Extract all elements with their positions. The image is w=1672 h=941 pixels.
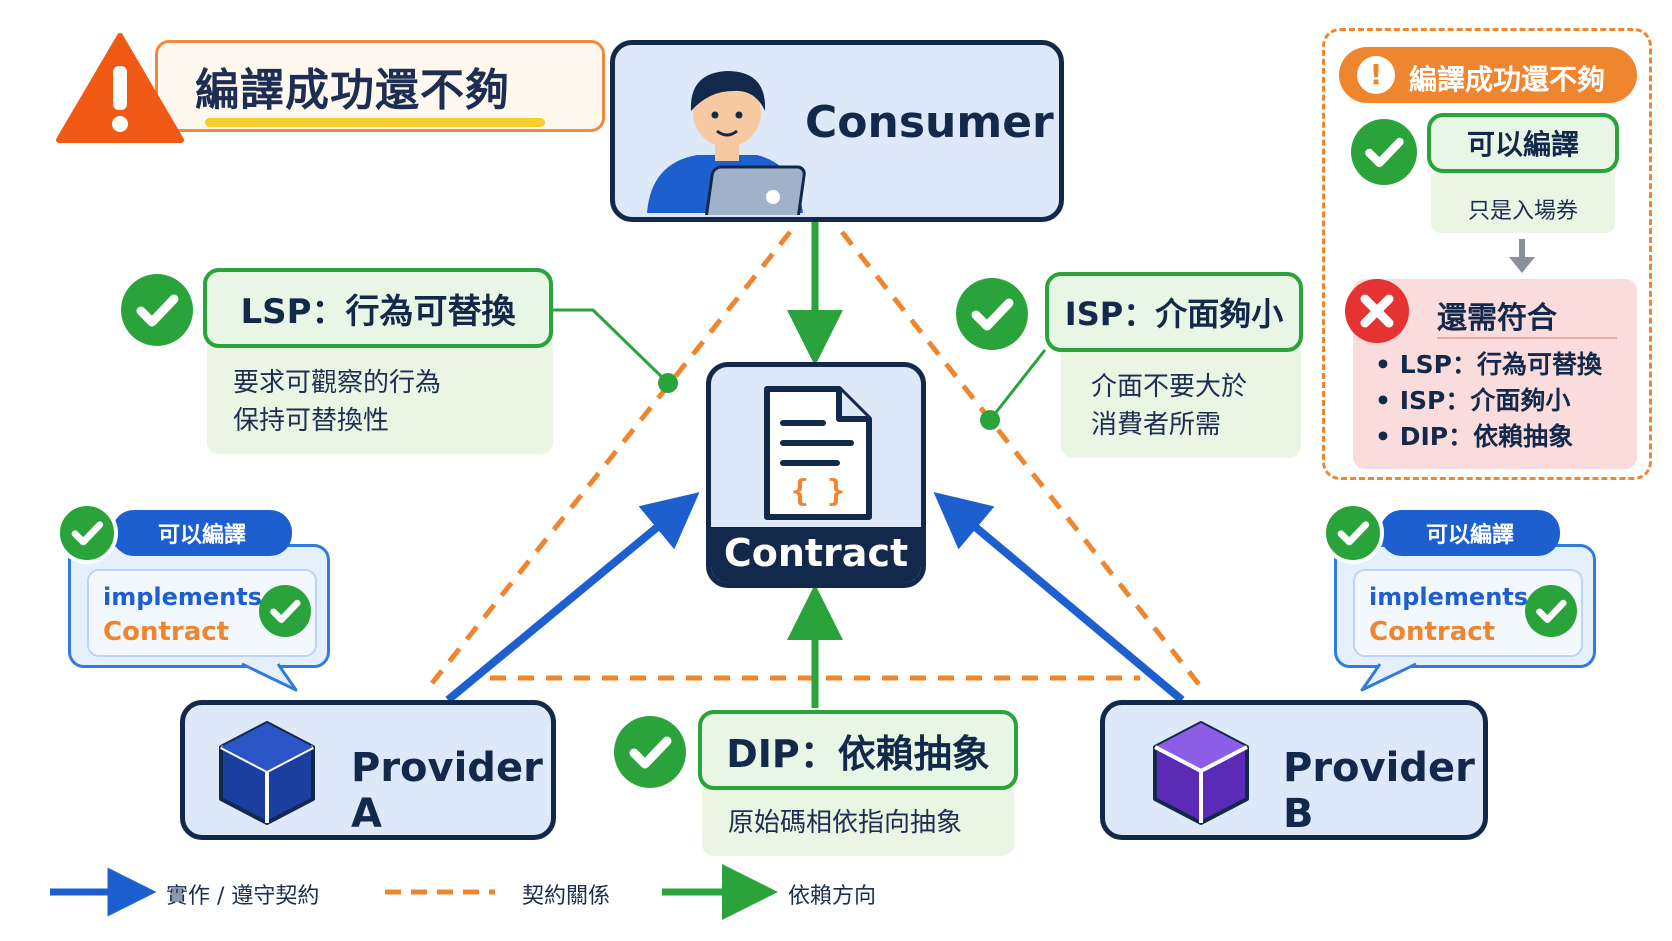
isp-connector xyxy=(988,349,1047,421)
check-icon xyxy=(1525,585,1577,637)
isp-check-icon xyxy=(956,278,1028,350)
check-icon xyxy=(1351,119,1417,185)
down-arrow-icon xyxy=(1509,239,1535,273)
provider-a-implements-arrow xyxy=(445,492,700,704)
isp-body-line: 消費者所需 xyxy=(1091,410,1222,440)
list-item: • ISP：介面夠小 xyxy=(1375,386,1571,415)
provider-a-box: Provider A xyxy=(180,700,556,840)
provider-b-compile-pill: 可以編譯 xyxy=(1380,510,1560,556)
lsp-body-line: 保持可替換性 xyxy=(233,406,390,436)
consumer-box: Consumer xyxy=(610,40,1064,222)
panel-compile-title: 可以編譯 xyxy=(1427,113,1619,173)
list-item: • DIP：依賴抽象 xyxy=(1375,422,1574,451)
exclamation-icon: ! xyxy=(1357,56,1395,94)
svg-text:{ }: { } xyxy=(791,474,845,509)
bubble-line-contract: Contract xyxy=(1369,617,1496,647)
consumer-label: Consumer xyxy=(805,97,1054,148)
lsp-connector-dot xyxy=(658,373,678,393)
panel-need-divider xyxy=(1437,337,1617,339)
provider-a-compile-pill: 可以編譯 xyxy=(112,510,292,556)
lsp-body: 要求可觀察的行為 保持可替換性 xyxy=(207,334,553,454)
dip-body-line: 原始碼相依指向抽象 xyxy=(728,808,963,838)
headline-plate xyxy=(155,40,605,132)
contract-label-band xyxy=(711,527,921,583)
provider-a-label: Provider A xyxy=(351,745,543,837)
provider-b-label: Provider B xyxy=(1283,745,1475,837)
person-with-laptop-icon xyxy=(647,71,806,215)
legend-green-label: 依賴方向 xyxy=(788,884,877,909)
panel-need-title: 還需符合 xyxy=(1437,301,1557,336)
provider-b-implements-bubble: implements Contract xyxy=(1334,544,1596,668)
legend-blue-label: 實作 / 遵守契約 xyxy=(166,884,320,909)
panel-need-list: • LSP：行為可替換 • ISP：介面夠小 • DIP：依賴抽象 xyxy=(1375,347,1602,455)
provider-b-compile-check-icon xyxy=(1322,502,1384,564)
dip-check-icon xyxy=(614,716,686,788)
panel-need-box: 還需符合 • LSP：行為可替換 • ISP：介面夠小 • DIP：依賴抽象 xyxy=(1345,279,1637,469)
lsp-title: LSP：行為可替換 xyxy=(203,268,553,348)
cube-icon xyxy=(1153,721,1249,825)
contract-box: { } Contract xyxy=(706,362,926,588)
provider-b-box: Provider B xyxy=(1100,700,1488,840)
warning-icon xyxy=(56,33,184,143)
dip-title: DIP：依賴抽象 xyxy=(698,710,1018,790)
isp-title: ISP：介面夠小 xyxy=(1045,272,1303,352)
headline-text: 編譯成功還不夠 xyxy=(195,65,510,116)
bubble-line-implements: implements xyxy=(103,583,263,611)
panel-compile-sub-box xyxy=(1431,173,1615,233)
lsp-check-icon xyxy=(121,274,193,346)
list-item: • LSP：行為可替換 xyxy=(1375,350,1602,379)
headline-underline xyxy=(205,118,545,127)
legend-orange-label: 契約關係 xyxy=(522,884,611,909)
isp-body: 介面不要大於 消費者所需 xyxy=(1061,334,1301,458)
bubble-inner xyxy=(1353,569,1583,657)
bubble-line-contract: Contract xyxy=(103,617,230,647)
panel-header-text: 編譯成功還不夠 xyxy=(1409,63,1606,96)
provider-a-compile-check-icon xyxy=(56,502,118,564)
contract-relation-lines xyxy=(423,230,1207,694)
bubble-tail xyxy=(241,662,298,692)
provider-a-implements-bubble: implements Contract xyxy=(68,544,330,668)
lsp-connector xyxy=(553,308,670,385)
panel-header: ! 編譯成功還不夠 xyxy=(1339,47,1637,103)
summary-panel: ! 編譯成功還不夠 只是入場券 可以編譯 還需符合 • LSP：行為可替換 • … xyxy=(1322,28,1652,480)
isp-body-line: 介面不要大於 xyxy=(1091,372,1248,402)
bubble-line-implements: implements xyxy=(1369,583,1529,611)
headline: 編譯成功還不夠 xyxy=(55,32,605,143)
cube-icon xyxy=(219,721,315,825)
isp-connector-dot xyxy=(980,410,1000,430)
check-icon xyxy=(259,585,311,637)
provider-b-implements-arrow xyxy=(933,492,1185,704)
bubble-tail xyxy=(1360,662,1417,692)
cross-icon xyxy=(1345,279,1409,343)
panel-compile-sub: 只是入場券 xyxy=(1467,199,1578,224)
document-code-icon: { } xyxy=(764,386,872,520)
contract-label: Contract xyxy=(723,531,909,575)
lsp-body-line: 要求可觀察的行為 xyxy=(233,368,442,398)
